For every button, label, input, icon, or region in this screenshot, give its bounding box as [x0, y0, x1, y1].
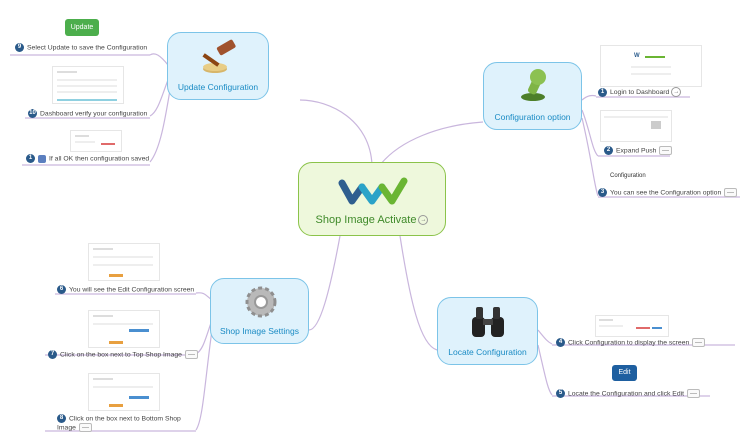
gear-icon: [245, 286, 277, 318]
step-7-badge: 7: [48, 350, 57, 359]
leaf-step-11[interactable]: 1 If all OK then configuration saved: [26, 154, 149, 163]
topic-update-configuration[interactable]: Update Configuration: [167, 32, 269, 100]
topic-locate-configuration-label: Locate Configuration: [448, 347, 527, 357]
topic-update-configuration-label: Update Configuration: [177, 82, 259, 92]
central-topic-title: Shop Image Activate→: [299, 214, 445, 226]
topic-configuration-option[interactable]: Configuration option: [483, 62, 582, 130]
step-8-badge: 8: [57, 414, 66, 423]
update-button-thumbnail: Update: [65, 19, 99, 36]
edit-button-thumbnail: Edit: [612, 365, 637, 381]
step-5-text: Locate the Configuration and click Edit: [568, 390, 684, 398]
step-11-badge: 1: [26, 154, 35, 163]
step-1-text: Login to Dashboard: [610, 88, 670, 96]
dashboard-screenshot-thumbnail: [52, 66, 124, 104]
step-7-note-icon[interactable]: [184, 350, 198, 359]
step-2-badge: 2: [604, 146, 613, 155]
step-10-badge: 10: [28, 109, 37, 118]
topic-locate-configuration[interactable]: Locate Configuration: [437, 297, 538, 365]
step-8-text: Click on the box next to Bottom Shop Ima…: [57, 415, 181, 432]
note-icon: [38, 154, 46, 163]
config-saved-screenshot-thumbnail: [70, 130, 122, 152]
step-6-badge: 6: [57, 285, 66, 294]
login-logo-icon: W: [634, 53, 640, 59]
central-topic-label: Shop Image Activate: [315, 214, 417, 226]
step-11-text: If all OK then configuration saved: [49, 155, 150, 163]
central-logo-icon: [338, 177, 408, 205]
bottom-shop-image-screenshot-thumbnail: [88, 373, 160, 411]
link-center-update: [299, 99, 373, 166]
step-9-badge: 9: [15, 43, 24, 52]
step-4-note-icon[interactable]: [692, 338, 706, 347]
binoculars-icon: [472, 307, 504, 337]
central-link-arrow-icon[interactable]: →: [418, 215, 429, 226]
step-2-text: Expand Push: [616, 147, 657, 155]
link-center-config: [379, 121, 484, 166]
step-10-text: Dashboard verify your configuration: [40, 110, 148, 118]
gavel-icon: [202, 39, 236, 73]
step-2-note-icon[interactable]: [659, 146, 673, 155]
login-screenshot-thumbnail: W: [600, 45, 702, 87]
step-3-note-icon[interactable]: [724, 188, 738, 197]
link-center-shop: [308, 235, 341, 331]
step-1-link-arrow-icon[interactable]: →: [671, 87, 682, 97]
link-center-locate: [399, 235, 438, 351]
step-6-text: You will see the Edit Configuration scre…: [69, 286, 195, 294]
pushpin-icon: [521, 69, 546, 101]
step-4-text: Click Configuration to display the scree…: [568, 339, 690, 347]
step-8-note-icon[interactable]: [78, 423, 92, 433]
edit-config-screenshot-thumbnail: [88, 243, 160, 281]
expand-push-screenshot-thumbnail: [600, 110, 672, 142]
topic-shop-image-settings[interactable]: Shop Image Settings: [210, 278, 309, 344]
step-3-text: You can see the Configuration option: [610, 189, 722, 197]
topic-configuration-option-label: Configuration option: [494, 112, 571, 122]
top-shop-image-screenshot-thumbnail: [88, 310, 160, 348]
step-4-badge: 4: [556, 338, 565, 347]
step-3-badge: 3: [598, 188, 607, 197]
step-5-note-icon[interactable]: [687, 389, 700, 398]
topic-shop-image-settings-label: Shop Image Settings: [220, 326, 299, 336]
central-topic[interactable]: Shop Image Activate→: [298, 162, 446, 236]
step-9-text: Select Update to save the Configuration: [27, 44, 148, 52]
configuration-menu-thumbnail: Configuration: [610, 173, 646, 179]
configuration-screen-thumbnail: [595, 315, 669, 337]
step-7-text: Click on the box next to Top Shop Image: [60, 351, 182, 359]
step-5-badge: 5: [556, 389, 565, 398]
step-1-badge: 1: [598, 87, 607, 97]
